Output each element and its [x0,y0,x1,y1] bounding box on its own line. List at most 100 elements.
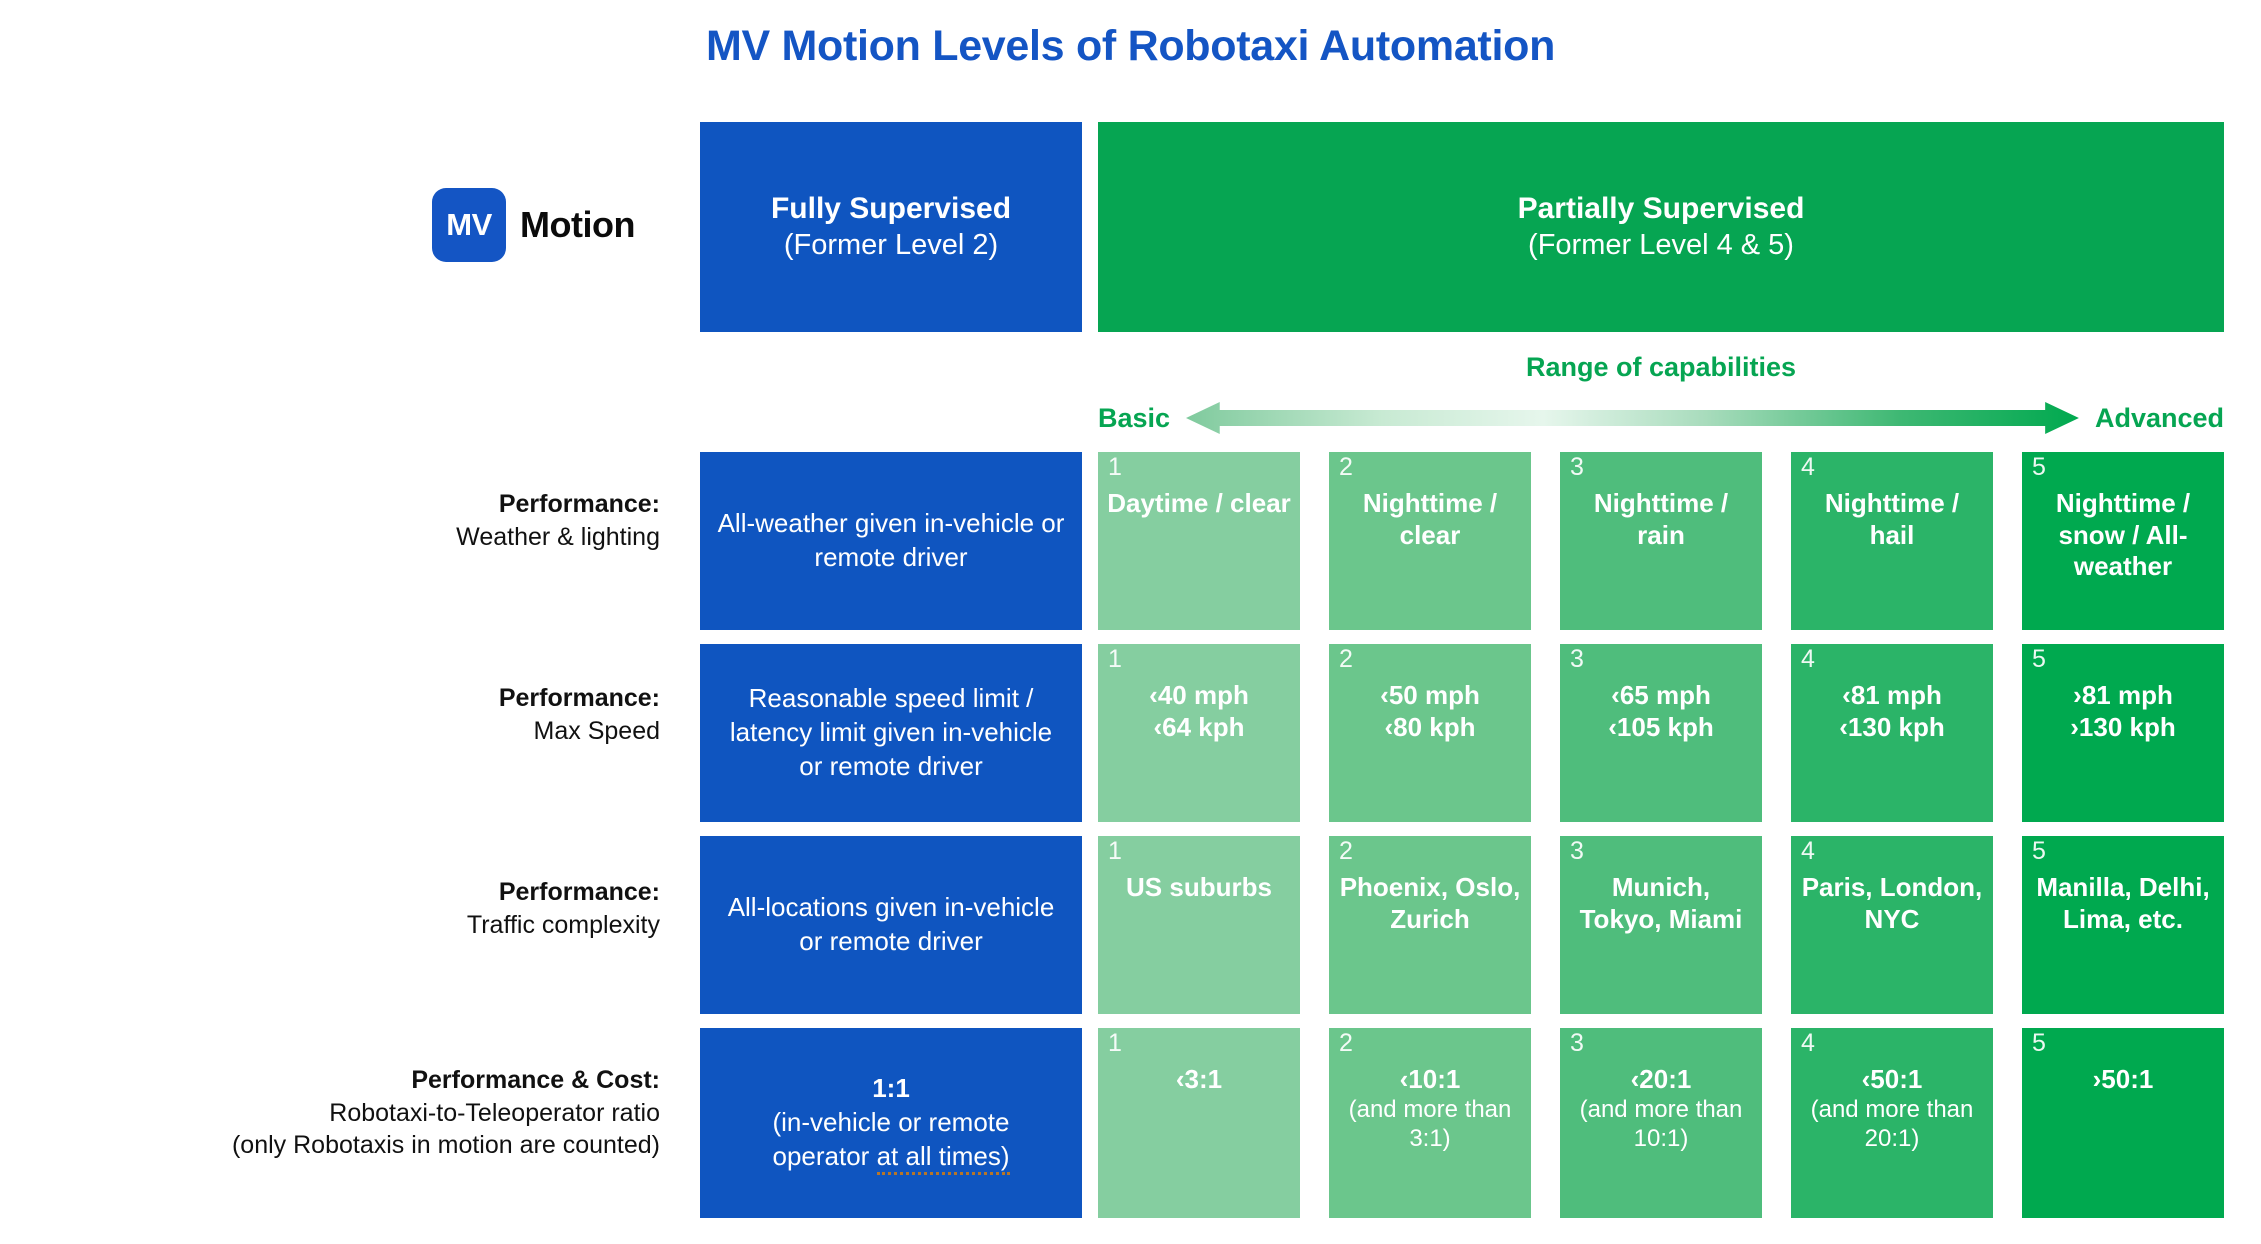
level-cell: 3 ‹20:1(and more than 10:1) [1560,1028,1762,1218]
level-cell-body: ‹50 mph‹80 kph [1380,680,1480,742]
level-cell: 2 ‹50 mph‹80 kph [1329,644,1531,822]
row-label-sub: Robotaxi-to-Teleoperator ratio(only Robo… [231,1098,660,1160]
level-cell-body: Munich, Tokyo, Miami [1579,872,1743,934]
level-number: 2 [1339,1029,1353,1057]
level-cell-body: ‹81 mph‹130 kph [1839,680,1945,742]
baseline-cell: Reasonable speed limit / latency limit g… [700,644,1082,822]
matrix-row: Performance: Weather & lighting All-weathe… [0,452,2261,630]
level-number: 4 [1801,645,1815,673]
level-cell: 5›81 mph›130 kph [2022,644,2224,822]
row-label-lead: Performance & Cost: [411,1066,660,1094]
page-title: MV Motion Levels of Robotaxi Automation [705,22,1556,70]
level-number: 1 [1108,1029,1122,1057]
level-number: 3 [1570,1029,1584,1057]
level-cell: 1‹40 mph‹64 kph [1098,644,1300,822]
row-label-sub: Weather & lighting [456,522,660,551]
baseline-note-line2: operator at all times) [773,1140,1010,1175]
level-cell-body: ‹50:1(and more than 20:1) [1791,1064,1993,1153]
header-partially-supervised: Partially Supervised (Former Level 4 & 5… [1098,122,2224,332]
level-number: 4 [1801,453,1815,481]
level-cell-body: US suburbs [1126,872,1272,902]
matrix-row: Performance: Max Speed Reasonable speed li… [0,644,2261,822]
level-cell: 3 ‹65 mph‹105 kph [1560,644,1762,822]
level-number: 2 [1339,837,1353,865]
level-number: 3 [1570,645,1584,673]
baseline-text: All-weather given in-vehicle or remote d… [717,508,1065,572]
capability-scale: Basic Advanced [1098,398,2224,438]
level-cell-body: ‹65 mph‹105 kph [1608,680,1714,742]
row-label: Performance:Traffic complexity [180,876,660,941]
level-cell-body: Nighttime / clear [1362,488,1498,550]
level-cell-body: ›81 mph›130 kph [2070,680,2176,742]
level-cell-note: (and more than 10:1) [1579,1095,1743,1152]
baseline-text: Reasonable speed limit / latency limit g… [729,683,1053,781]
level-cell-body: ‹20:1(and more than 10:1) [1560,1064,1762,1153]
header-partially-supervised-title: Partially Supervised [1517,192,1805,226]
level-number: 5 [2032,837,2046,865]
level-cell-body: ‹3:1 [1175,1064,1223,1094]
header-partially-supervised-subtitle: (Former Level 4 & 5) [1528,228,1794,261]
level-number: 4 [1801,837,1815,865]
row-label-lead: Performance: [498,878,660,906]
level-cell-body: Daytime / clear [1107,488,1291,518]
level-number: 1 [1108,837,1122,865]
header-fully-supervised: Fully Supervised (Former Level 2) [700,122,1082,332]
level-cell-note: (and more than 3:1) [1348,1095,1512,1152]
row-label: Performance & Cost: Robotaxi-to-Teleopera… [180,1064,660,1162]
scale-label-advanced: Advanced [2094,402,2224,433]
level-cell-note: (and more than 20:1) [1810,1095,1974,1152]
matrix-row: Performance:Traffic complexity All-locati… [0,836,2261,1014]
baseline-cell: All-locations given in-vehicle or remote… [700,836,1082,1014]
level-cell-body: Paris, London, NYC [1801,872,1983,934]
double-arrow-icon [1186,402,2079,434]
level-cell: 2 ‹10:1(and more than 3:1) [1329,1028,1531,1218]
level-number: 1 [1108,645,1122,673]
level-cell-body: Manilla, Delhi, Lima, etc. [2036,872,2210,934]
brand-wordmark: Motion [520,204,635,245]
level-cell-body: Phoenix, Oslo, Zurich [1339,872,1521,934]
spellcheck-underlined-text: at all times) [876,1140,1010,1175]
header-fully-supervised-subtitle: (Former Level 2) [783,228,999,261]
level-cell: 4 ‹81 mph‹130 kph [1791,644,1993,822]
level-number: 2 [1339,645,1353,673]
row-label-sub: Max Speed [533,716,660,745]
baseline-text: All-locations given in-vehicle or remote… [727,892,1055,956]
matrix-row: Performance & Cost: Robotaxi-to-Teleopera… [0,1028,2261,1218]
mv-logo-icon: MV [432,188,506,262]
baseline-note-line1: (in-vehicle or remote [772,1107,1010,1138]
baseline-value: 1:1 [872,1073,910,1104]
level-number: 4 [1801,1029,1815,1057]
level-number: 5 [2032,453,2046,481]
row-label: Performance: Max Speed [180,682,660,747]
level-cell-body: ‹10:1(and more than 3:1) [1329,1064,1531,1153]
level-number: 1 [1108,453,1122,481]
level-number: 3 [1570,837,1584,865]
level-number: 2 [1339,453,1353,481]
level-cell: 5 ›50:1 [2022,1028,2224,1218]
scale-label-basic: Basic [1098,402,1171,433]
level-cell-body: Nighttime / snow / All-weather [2055,488,2191,582]
level-number: 3 [1570,453,1584,481]
level-cell: 1 ‹3:1 [1098,1028,1300,1218]
level-number: 5 [2032,1029,2046,1057]
row-label: Performance: Weather & lighting [180,488,660,553]
level-cell-body: ›50:1 [2092,1064,2154,1094]
row-label-lead: Performance: [498,684,660,712]
brand-logo: MV Motion [432,188,635,262]
baseline-cell: All-weather given in-vehicle or remote d… [700,452,1082,630]
header-fully-supervised-title: Fully Supervised [770,192,1012,226]
row-label-lead: Performance: [498,490,660,518]
level-cell-body: Nighttime / hail [1824,488,1960,550]
level-cell: 4 ‹50:1(and more than 20:1) [1791,1028,1993,1218]
range-of-capabilities-caption: Range of capabilities [1525,352,1797,382]
